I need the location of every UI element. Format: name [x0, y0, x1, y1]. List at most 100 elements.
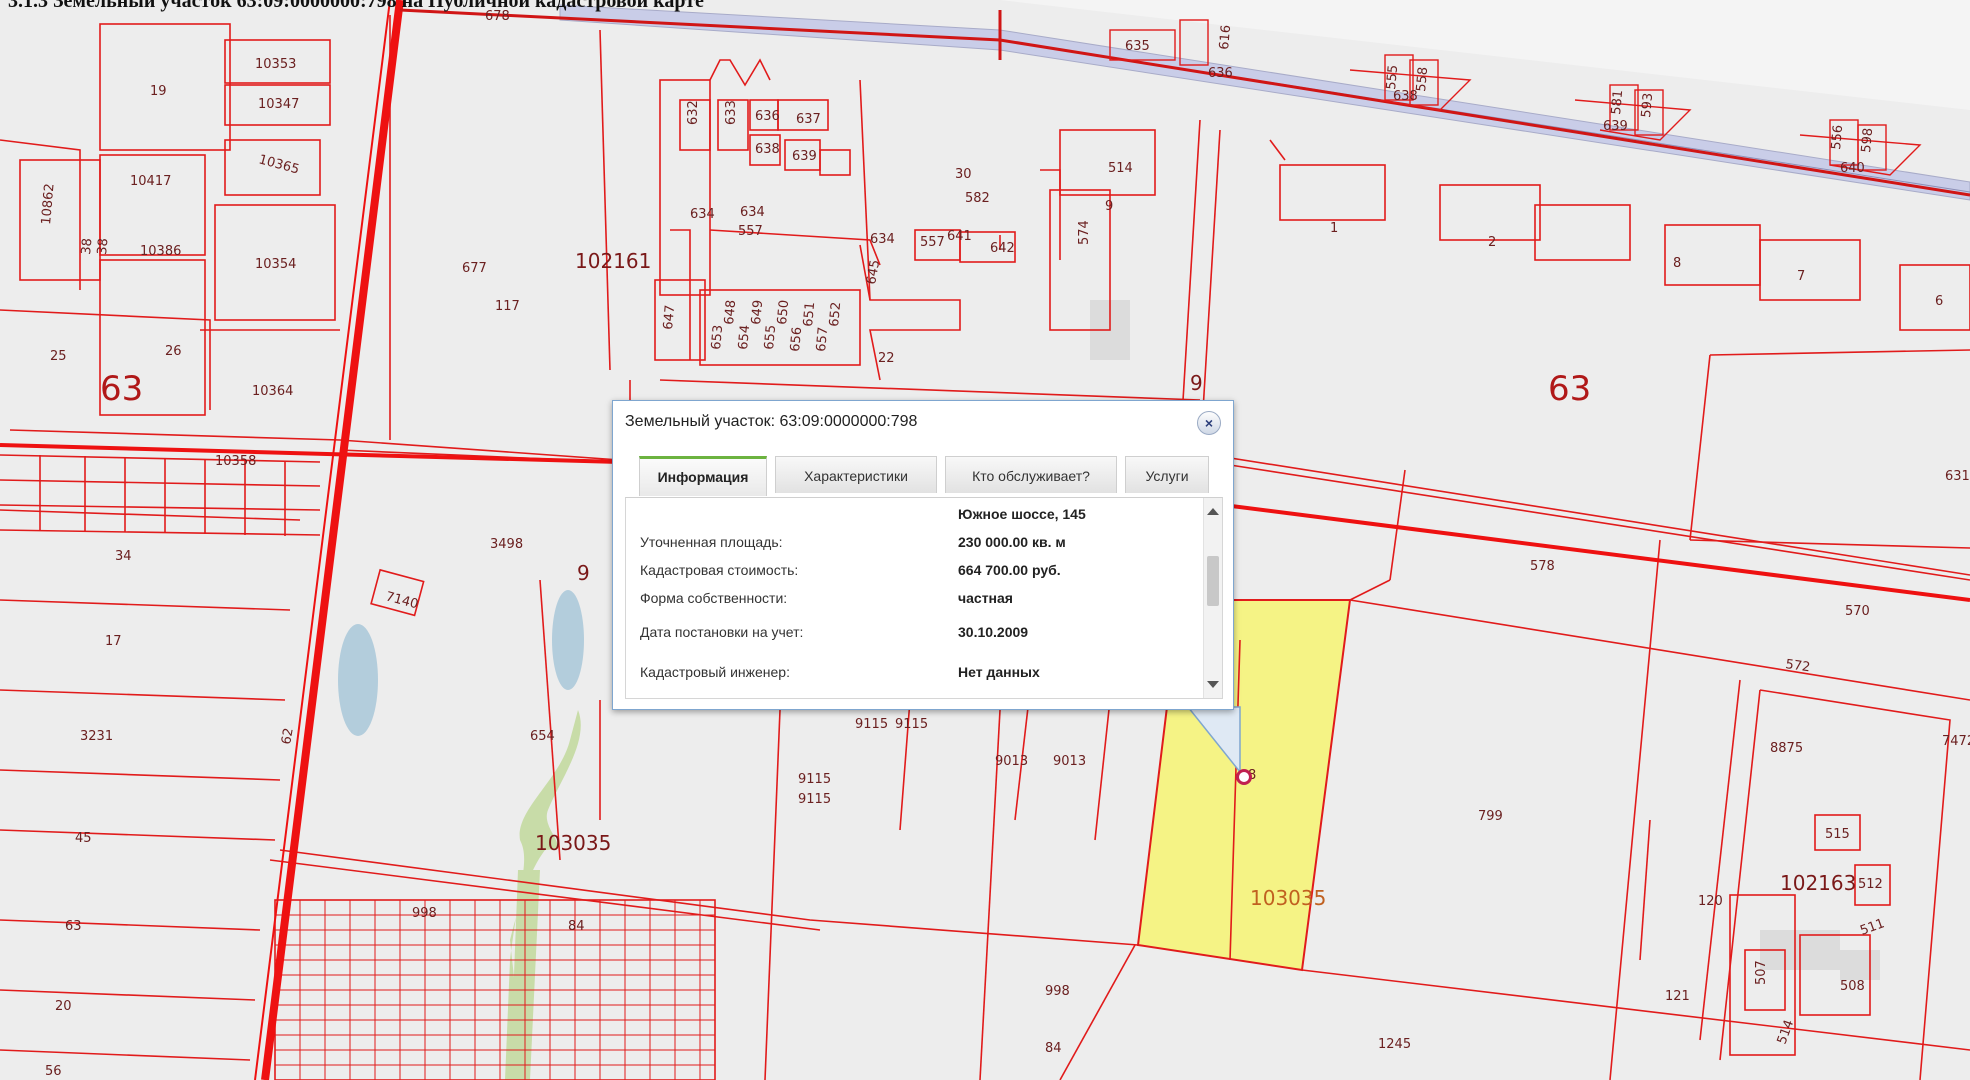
- svg-text:63: 63: [65, 919, 82, 934]
- parcel-boundaries: [0, 15, 1970, 1080]
- svg-text:642: 642: [990, 241, 1015, 256]
- svg-text:10862: 10862: [39, 183, 58, 226]
- svg-text:10386: 10386: [140, 244, 181, 259]
- svg-text:120: 120: [1698, 894, 1723, 909]
- svg-text:578: 578: [1530, 559, 1555, 574]
- svg-text:9115: 9115: [798, 792, 831, 807]
- parcel-labels: 19 10353 10347 10365 10417 10862 38 38 1…: [39, 9, 1970, 1079]
- pond-right: [552, 590, 584, 690]
- svg-text:8875: 8875: [1770, 741, 1803, 756]
- info-row-value: 30.10.2009: [958, 624, 1029, 640]
- svg-text:6: 6: [1935, 294, 1943, 309]
- svg-text:507: 507: [1754, 960, 1769, 985]
- svg-text:645: 645: [864, 259, 883, 286]
- tab-services[interactable]: Услуги: [1125, 456, 1209, 493]
- svg-text:8: 8: [1248, 768, 1256, 783]
- address-value: Южное шоссе, 145: [958, 506, 1086, 522]
- svg-text:799: 799: [1478, 809, 1503, 824]
- svg-text:556: 556: [1829, 124, 1846, 150]
- scrollbar-thumb[interactable]: [1207, 556, 1219, 606]
- svg-text:641: 641: [947, 229, 972, 244]
- svg-text:3498: 3498: [490, 537, 523, 552]
- svg-text:651: 651: [801, 301, 818, 327]
- parcel-location-marker[interactable]: [1236, 769, 1252, 785]
- building: [1840, 950, 1880, 980]
- tab-characteristics[interactable]: Характеристики: [775, 456, 937, 493]
- svg-text:655: 655: [762, 324, 779, 350]
- svg-text:63: 63: [1548, 369, 1591, 409]
- svg-text:10347: 10347: [258, 97, 299, 112]
- tab-information[interactable]: Информация: [639, 456, 767, 496]
- svg-text:9013: 9013: [1053, 754, 1086, 769]
- info-row-value: Нет данных: [958, 664, 1040, 680]
- info-row-label: Кадастровый инженер:: [640, 664, 790, 680]
- parcel-info-popup: Земельный участок: 63:09:0000000:798 × И…: [612, 400, 1234, 710]
- highway-edge: [254, 0, 391, 1080]
- svg-text:635: 635: [1125, 39, 1150, 54]
- svg-text:8: 8: [1673, 256, 1681, 271]
- scroll-down-icon[interactable]: [1207, 681, 1219, 688]
- scroll-up-icon[interactable]: [1207, 508, 1219, 515]
- svg-text:650: 650: [775, 299, 792, 325]
- svg-text:639: 639: [792, 149, 817, 164]
- svg-text:84: 84: [1045, 1041, 1062, 1056]
- svg-text:638: 638: [1393, 89, 1418, 104]
- svg-text:9: 9: [577, 561, 590, 585]
- svg-text:1: 1: [1330, 221, 1338, 236]
- svg-text:557: 557: [738, 224, 763, 239]
- svg-text:656: 656: [788, 326, 805, 352]
- svg-text:557: 557: [920, 235, 945, 250]
- svg-text:103035: 103035: [535, 831, 611, 855]
- svg-text:45: 45: [75, 831, 92, 846]
- svg-text:649: 649: [749, 299, 766, 325]
- info-row-value: 664 700.00 руб.: [958, 562, 1061, 578]
- svg-text:9: 9: [1105, 199, 1113, 214]
- svg-text:634: 634: [690, 207, 715, 222]
- svg-text:10417: 10417: [130, 174, 171, 189]
- svg-text:636: 636: [1208, 66, 1233, 81]
- parcel-grid: [275, 900, 715, 1080]
- svg-text:25: 25: [50, 349, 67, 364]
- svg-text:9: 9: [1190, 371, 1203, 395]
- svg-text:640: 640: [1840, 161, 1865, 176]
- svg-text:17: 17: [105, 634, 122, 649]
- svg-text:103035: 103035: [1250, 886, 1326, 910]
- svg-text:26: 26: [165, 344, 182, 359]
- svg-text:2: 2: [1488, 235, 1496, 250]
- panel-scrollbar[interactable]: [1203, 498, 1222, 698]
- svg-text:654: 654: [736, 324, 753, 350]
- svg-text:555: 555: [1384, 64, 1401, 90]
- svg-text:30: 30: [955, 167, 972, 182]
- svg-text:56: 56: [45, 1064, 62, 1079]
- svg-text:10364: 10364: [252, 384, 293, 399]
- svg-text:102163: 102163: [1780, 871, 1856, 895]
- svg-text:515: 515: [1825, 827, 1850, 842]
- svg-text:633: 633: [724, 100, 739, 125]
- svg-text:593: 593: [1639, 92, 1656, 118]
- tab-who-serves[interactable]: Кто обслуживает?: [945, 456, 1117, 493]
- pond-left: [338, 624, 378, 736]
- svg-text:22: 22: [878, 351, 895, 366]
- svg-text:637: 637: [796, 112, 821, 127]
- info-panel[interactable]: Южное шоссе, 145 Уточненная площадь: 230…: [625, 497, 1223, 699]
- info-row-value: частная: [958, 590, 1013, 606]
- svg-text:38: 38: [95, 238, 111, 256]
- svg-text:678: 678: [485, 9, 510, 24]
- svg-text:652: 652: [827, 301, 844, 327]
- svg-text:84: 84: [568, 919, 585, 934]
- svg-text:514: 514: [1108, 161, 1133, 176]
- svg-text:582: 582: [965, 191, 990, 206]
- svg-text:574: 574: [1077, 220, 1092, 245]
- svg-text:3231: 3231: [80, 729, 113, 744]
- svg-text:10354: 10354: [255, 257, 296, 272]
- svg-text:9115: 9115: [855, 717, 888, 732]
- close-icon[interactable]: ×: [1197, 411, 1221, 435]
- svg-text:677: 677: [462, 261, 487, 276]
- svg-text:616: 616: [1217, 24, 1234, 50]
- svg-text:9013: 9013: [995, 754, 1028, 769]
- info-row-label: Уточненная площадь:: [640, 534, 783, 550]
- svg-text:654: 654: [530, 729, 555, 744]
- svg-text:998: 998: [1045, 984, 1070, 999]
- svg-text:62: 62: [279, 727, 297, 746]
